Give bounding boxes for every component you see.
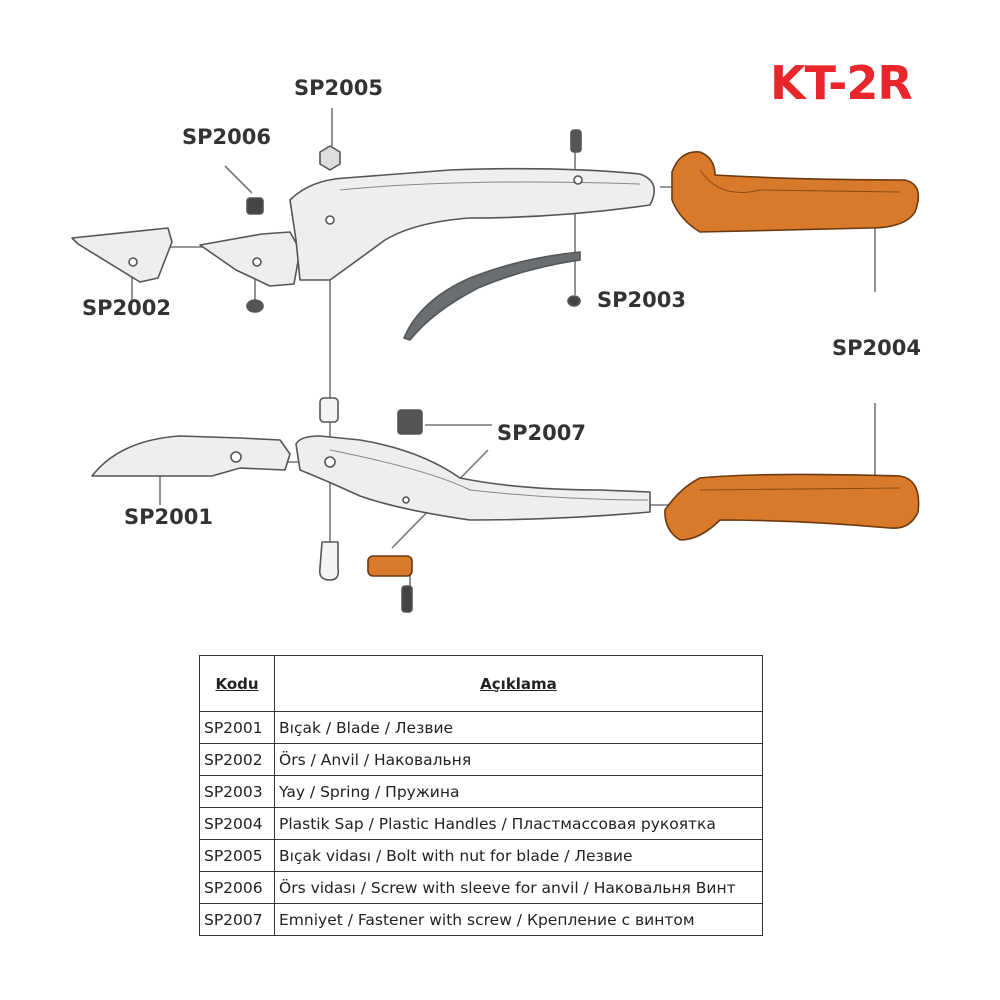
upper-metal-handle: [289, 167, 656, 281]
exploded-parts-diagram: [71, 108, 920, 613]
sleeve-sp2005: [319, 397, 339, 423]
row-code: SP2001: [199, 711, 275, 744]
table-row: SP2004 Plastik Sap / Plastic Handles / П…: [199, 807, 763, 840]
row-description: Plastik Sap / Plastic Handles / Пластмас…: [274, 807, 763, 840]
table-row: SP2005 Bıçak vidası / Bolt with nut for …: [199, 839, 763, 872]
screw-sp2006: [246, 197, 264, 215]
callout-sp2006: SP2006: [182, 125, 271, 149]
row-code: SP2003: [199, 775, 275, 808]
lower-orange-handle: [664, 473, 920, 541]
callout-sp2004: SP2004: [832, 336, 921, 360]
table-header-row: Kodu Açıklama: [199, 655, 763, 712]
callout-sp2002: SP2002: [82, 296, 171, 320]
fastener-block: [397, 409, 423, 435]
parts-table: Kodu Açıklama SP2001 Bıçak / Blade / Лез…: [199, 655, 763, 936]
row-code: SP2004: [199, 807, 275, 840]
bolt-sp2005: [318, 541, 340, 581]
row-code: SP2005: [199, 839, 275, 872]
callout-sp2003: SP2003: [597, 288, 686, 312]
table-row: SP2001 Bıçak / Blade / Лезвие: [199, 711, 763, 744]
table-row: SP2003 Yay / Spring / Пружина: [199, 775, 763, 808]
blade-part: [91, 435, 291, 477]
row-description: Bıçak vidası / Bolt with nut for blade /…: [274, 839, 763, 872]
fastener-orange: [367, 555, 413, 577]
header-code: Kodu: [199, 655, 275, 712]
spring-part: [403, 251, 581, 341]
row-description: Örs vidası / Screw with sleeve for anvil…: [274, 871, 763, 904]
anvil-part: [71, 227, 173, 283]
nut-sp2005: [319, 145, 341, 171]
row-description: Yay / Spring / Пружина: [274, 775, 763, 808]
table-row: SP2002 Örs / Anvil / Наковальня: [199, 743, 763, 776]
row-description: Emniyet / Fastener with screw / Креплени…: [274, 903, 763, 936]
row-code: SP2007: [199, 903, 275, 936]
callout-sp2001: SP2001: [124, 505, 213, 529]
model-title: KT-2R: [770, 56, 913, 110]
upper-orange-handle: [671, 151, 920, 233]
row-description: Bıçak / Blade / Лезвие: [274, 711, 763, 744]
table-row: SP2007 Emniyet / Fastener with screw / К…: [199, 903, 763, 936]
row-description: Örs / Anvil / Наковальня: [274, 743, 763, 776]
table-row: SP2006 Örs vidası / Screw with sleeve fo…: [199, 871, 763, 904]
header-description: Açıklama: [274, 655, 763, 712]
upper-anvil-head: [199, 231, 301, 287]
callout-sp2007: SP2007: [497, 421, 586, 445]
row-code: SP2006: [199, 871, 275, 904]
anvil-hole: [128, 257, 138, 267]
lower-metal-handle: [295, 435, 651, 521]
callout-sp2005: SP2005: [294, 76, 383, 100]
row-code: SP2002: [199, 743, 275, 776]
